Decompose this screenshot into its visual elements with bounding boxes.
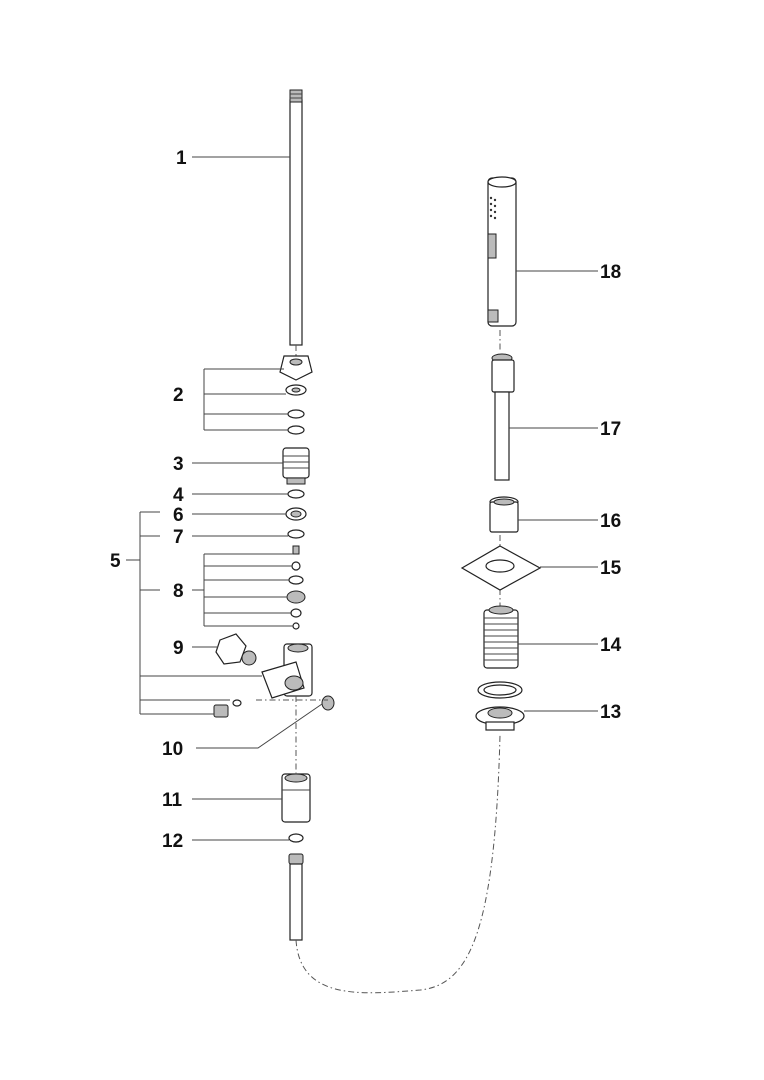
callout-18: 18 bbox=[600, 262, 621, 283]
small-fittings bbox=[213, 695, 335, 718]
shower-hose-17 bbox=[491, 353, 515, 481]
square-plate-15 bbox=[460, 545, 542, 591]
union-nut-2 bbox=[279, 355, 313, 435]
t-body-valve bbox=[261, 643, 313, 699]
callout-12: 12 bbox=[162, 831, 183, 852]
callout-8: 8 bbox=[173, 581, 184, 602]
callout-15: 15 bbox=[600, 558, 622, 579]
threaded-adapter-3 bbox=[282, 447, 310, 485]
flange-13 bbox=[475, 681, 525, 731]
callout-10: 10 bbox=[162, 739, 183, 760]
callout-3: 3 bbox=[173, 454, 184, 475]
callout-17: 17 bbox=[600, 419, 621, 440]
callout-4: 4 bbox=[173, 485, 184, 506]
callout-14: 14 bbox=[600, 635, 622, 656]
callout-11: 11 bbox=[162, 790, 183, 811]
nut-9 bbox=[215, 633, 257, 666]
callout-16: 16 bbox=[600, 511, 621, 532]
callout-7: 7 bbox=[173, 527, 184, 548]
riser-rod bbox=[289, 89, 303, 346]
callout-5: 5 bbox=[110, 551, 121, 572]
leader-lines bbox=[126, 156, 598, 841]
callout-6: 6 bbox=[173, 505, 184, 526]
connector-11 bbox=[281, 773, 311, 865]
callout-9: 9 bbox=[173, 638, 184, 659]
small-rings-4-8 bbox=[285, 489, 307, 630]
hand-shower-18 bbox=[487, 176, 517, 327]
callout-1: 1 bbox=[176, 148, 187, 169]
callout-2: 2 bbox=[173, 385, 184, 406]
hose-lower bbox=[289, 863, 303, 941]
sleeve-16 bbox=[489, 496, 519, 533]
threaded-tube-14 bbox=[483, 605, 519, 669]
callout-13: 13 bbox=[600, 702, 621, 723]
